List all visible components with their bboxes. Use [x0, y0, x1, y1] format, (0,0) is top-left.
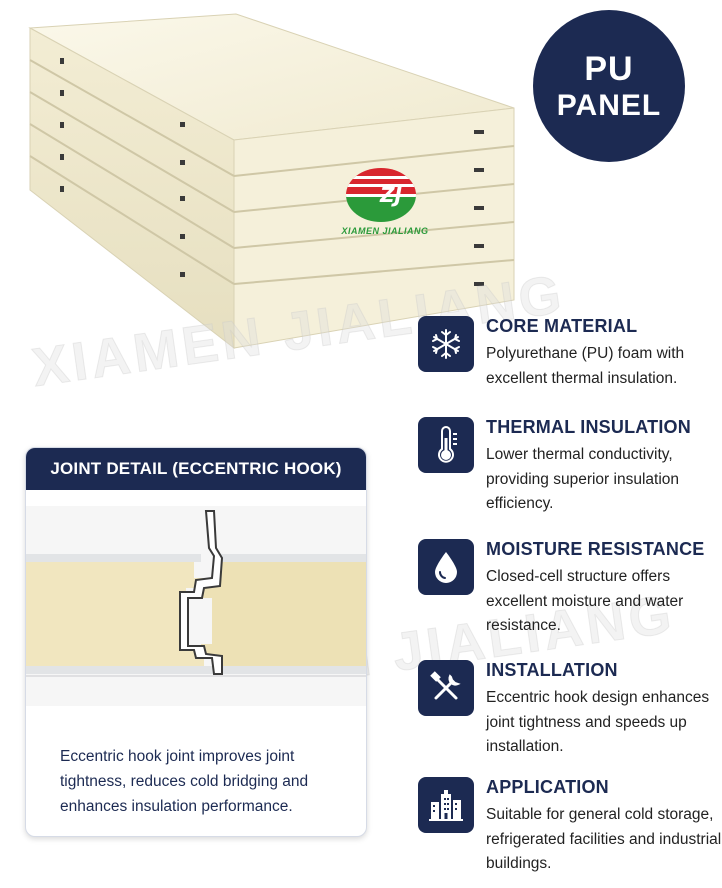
feature-title: CORE MATERIAL [486, 316, 638, 336]
logo-mark: ZJ [380, 183, 402, 207]
thermometer-icon [418, 417, 474, 473]
badge-line-1: PU [584, 50, 634, 88]
feature-title: THERMAL INSULATION [486, 417, 691, 437]
joint-detail-card: JOINT DETAIL (ECCENTRIC HOOK) Eccentric … [25, 447, 367, 837]
feature-description: Eccentric hook design enhances joint tig… [486, 689, 710, 755]
badge-line-2: PANEL [556, 89, 662, 122]
tools-icon [418, 660, 474, 716]
logo-text: XIAMEN JIALIANG [341, 226, 429, 236]
snowflake-icon [418, 316, 474, 372]
brand-logo: ZJ XIAMEN JIALIANG [336, 168, 436, 248]
water-drop-icon [418, 539, 474, 595]
logo-emblem: ZJ [346, 168, 416, 222]
feature-title: MOISTURE RESISTANCE [486, 539, 705, 559]
feature-title: APPLICATION [486, 777, 609, 797]
panel-stack-image [0, 0, 540, 360]
feature-description: Polyurethane (PU) foam with excellent th… [486, 345, 685, 387]
feature-description: Closed-cell structure offers excellent m… [486, 568, 684, 634]
pu-panel-badge: PU PANEL [533, 10, 685, 162]
feature-description: Suitable for general cold storage, refri… [486, 806, 722, 872]
joint-detail-caption: Eccentric hook joint improves joint tigh… [60, 748, 309, 815]
joint-detail-title: JOINT DETAIL (ECCENTRIC HOOK) [26, 448, 366, 490]
feature-title: INSTALLATION [486, 660, 618, 680]
joint-cross-section-image [26, 506, 366, 706]
buildings-icon [418, 777, 474, 833]
feature-description: Lower thermal conductivity, providing su… [486, 446, 680, 512]
